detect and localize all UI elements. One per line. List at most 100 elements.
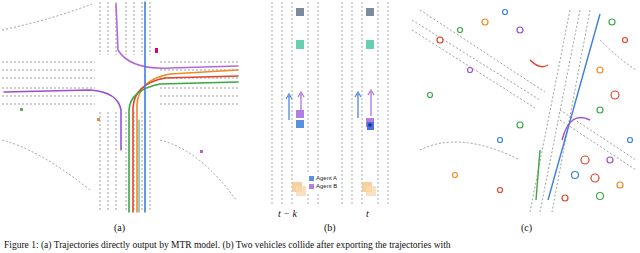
road-lanes-c <box>412 10 636 212</box>
road-lanes-a-part <box>142 112 143 212</box>
agents-b-part <box>366 8 374 16</box>
legend: Agent AAgent B <box>307 174 339 192</box>
legend-row: Agent A <box>309 175 337 183</box>
road-lanes-a-part <box>2 96 95 97</box>
agents-b-part <box>355 92 361 118</box>
road-lanes-a-part <box>108 112 109 212</box>
road-lanes-b-part <box>342 2 343 205</box>
agent-circles-c-part <box>623 38 628 43</box>
road-lanes-a-part <box>108 2 109 55</box>
trajectories-c <box>530 14 600 200</box>
road-lanes-a-part <box>2 78 95 79</box>
road-lanes-c-part <box>540 10 580 212</box>
agent-circles-c-part <box>458 28 463 33</box>
road-lanes-c-part <box>560 120 636 170</box>
agents-b <box>286 8 376 196</box>
legend-text: Agent B <box>316 183 337 191</box>
agents-b-part <box>296 186 306 196</box>
road-lanes-a-part <box>116 112 117 212</box>
agent-circles-c-part <box>609 19 615 25</box>
legend-swatch <box>309 176 314 181</box>
road-lanes-a-part <box>2 140 90 190</box>
trajectories-a-part <box>139 120 140 212</box>
agents-b-part <box>296 8 304 16</box>
panel-label: (a) <box>114 222 125 233</box>
road-lanes-b-part <box>362 2 363 205</box>
agent-circles-c-part <box>581 156 589 164</box>
road-lanes-b <box>272 2 388 205</box>
agent-circles-c-part <box>562 195 568 201</box>
road-lanes-a-part <box>160 88 238 89</box>
agent-circles-c-part <box>498 188 503 193</box>
panel-label: (b) <box>324 222 336 233</box>
road-lanes-c-part <box>420 142 520 160</box>
agents-b-part <box>296 40 304 49</box>
road-lanes-b-part <box>352 2 353 205</box>
agent-dots-a-part <box>200 150 203 153</box>
road-lanes-a-part <box>2 104 95 105</box>
legend-text: Agent A <box>316 175 337 183</box>
road-lanes-a-part <box>160 96 238 97</box>
road-lanes-a-part <box>2 88 95 89</box>
road-lanes-a-part <box>160 62 238 63</box>
trajectories-c-part <box>562 118 590 141</box>
road-lanes-c-part <box>420 10 545 92</box>
legend-swatch <box>309 184 314 189</box>
panel-label: (c) <box>521 222 532 233</box>
agent-circles-c-part <box>468 68 473 73</box>
trajectories-c-part <box>536 150 540 200</box>
agent-circles-c-part <box>437 37 443 43</box>
agent-circles-c-part <box>572 172 579 179</box>
agents-b-part <box>368 90 374 116</box>
agents-b-part <box>367 122 374 130</box>
road-lanes-a-part <box>134 2 135 55</box>
agent-dots-a <box>20 48 203 153</box>
agent-circles-c-part <box>611 91 619 99</box>
trajectories-a <box>4 2 238 212</box>
trajectories-a-part <box>116 4 238 68</box>
agent-circles-c-part <box>597 193 604 200</box>
agent-circles-c-part <box>607 157 613 163</box>
road-lanes-c-part <box>412 20 540 100</box>
trajectories-a-part <box>144 2 146 212</box>
agent-circles-c-part <box>517 122 523 128</box>
road-lanes-a-part <box>2 62 95 63</box>
road-lanes-a-part <box>100 112 101 212</box>
agent-circles-c-part <box>597 67 603 73</box>
agent-circles-c-part <box>591 174 599 182</box>
road-lanes-a-part <box>126 2 127 55</box>
road-lanes-c-part <box>552 10 590 212</box>
figure-caption: Figure 1: (a) Trajectories directly outp… <box>4 240 451 250</box>
agents-b-part <box>296 110 304 118</box>
agent-circles-c-part <box>628 138 633 143</box>
agent-dots-a-part <box>97 118 100 121</box>
agent-dots-a-part <box>20 108 23 111</box>
road-lanes-a-part <box>160 104 238 105</box>
road-lanes-b-part <box>282 2 283 205</box>
road-lanes-a-part <box>2 4 92 30</box>
agents-b-part <box>368 123 372 127</box>
agent-circles-c-part <box>498 138 503 143</box>
agents-b-part <box>366 186 376 196</box>
legend-row: Agent B <box>309 183 337 191</box>
trajectories-a-part <box>133 76 238 212</box>
road-lanes-a <box>2 2 238 212</box>
road-lanes-c-part <box>600 40 636 70</box>
agent-circles-c-part <box>617 182 623 188</box>
time-label: t − k <box>278 208 297 219</box>
agent-circles-c-part <box>503 10 508 15</box>
agent-dots-a-part <box>155 48 158 53</box>
agents-b-part <box>286 94 292 120</box>
road-lanes-a-part <box>126 112 127 212</box>
road-lanes-a-part <box>160 140 236 200</box>
road-lanes-a-part <box>100 2 101 55</box>
agents-b-part <box>366 40 374 49</box>
road-lanes-b-part <box>388 2 389 205</box>
trajectories-c-part <box>530 60 548 67</box>
agent-circles-c-part <box>597 107 603 113</box>
agent-circles-c-part <box>453 173 458 178</box>
agents-b-part <box>296 120 304 128</box>
trajectories-a-part <box>137 70 238 212</box>
